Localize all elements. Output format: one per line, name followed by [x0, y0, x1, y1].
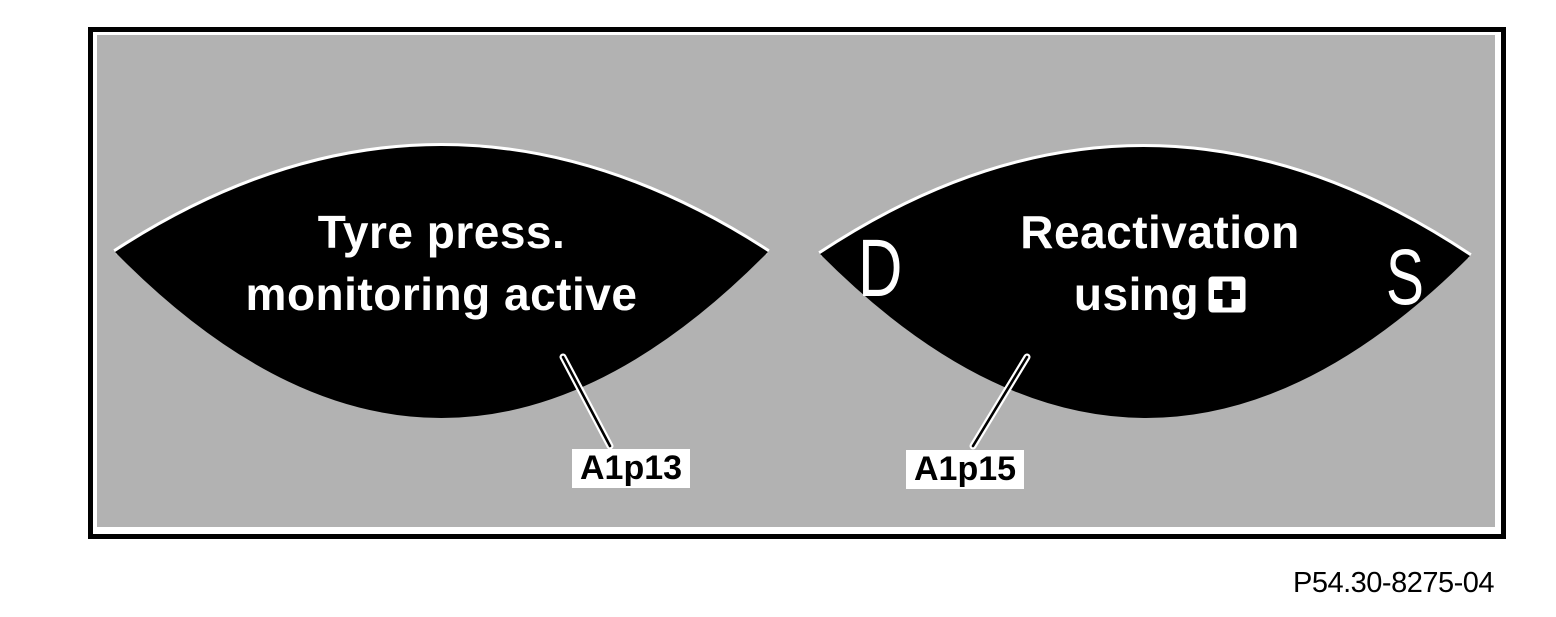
left-display-text: Tyre press. monitoring active: [115, 201, 768, 325]
left-display-line2: monitoring active: [245, 268, 638, 320]
right-display-letter-d: D: [858, 223, 903, 314]
component-label-a1p13: A1p13: [572, 449, 691, 488]
right-display-using-word: using: [1073, 268, 1200, 320]
figure-reference-number: P54.30-8275-04: [1293, 567, 1495, 599]
plus-button-icon: [1208, 276, 1246, 313]
right-display-letter-s: S: [1386, 232, 1424, 321]
component-label-a1p15: A1p15: [906, 450, 1025, 489]
left-display-line1: Tyre press.: [317, 206, 566, 258]
